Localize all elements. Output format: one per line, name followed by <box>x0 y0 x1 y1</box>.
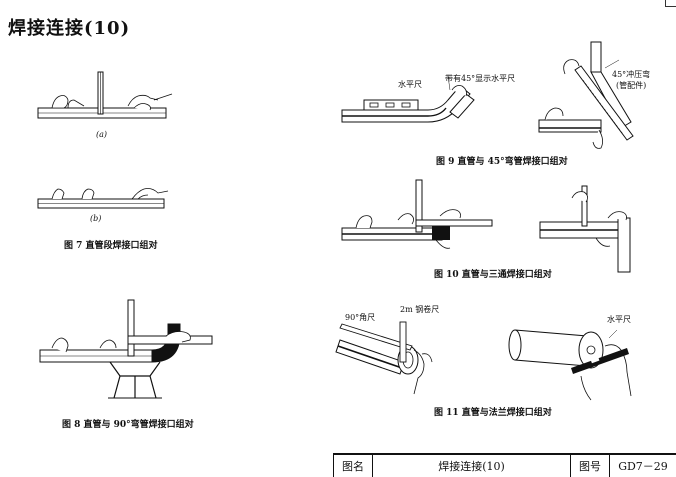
fig11-level-label: 水平尺 <box>607 315 631 324</box>
fig7a-sublabel: (a) <box>96 130 108 139</box>
fig9-level-label: 水平尺 <box>398 80 422 89</box>
fig7b-sublabel: (b) <box>90 214 102 223</box>
fig9-elbow-label-line2: (管配件) <box>616 81 647 90</box>
fig11-tape-label: 2m 钢卷尺 <box>400 305 440 314</box>
fig7a-illustration <box>37 71 173 119</box>
fig10-caption: 图 10 直管与三通焊接口组对 <box>434 270 552 280</box>
fig9-caption: 图 9 直管与 45°弯管焊接口组对 <box>436 157 568 167</box>
fig10-right-illustration <box>539 185 631 273</box>
fig11-right-illustration <box>508 329 632 401</box>
fig9-elbow-label-line1: 45°冲压弯 <box>612 70 651 79</box>
fig9-left-illustration <box>341 75 475 123</box>
title-block: 图名 焊接连接(10) 图号 GD7－29 <box>333 453 676 477</box>
fig8-illustration <box>39 299 213 399</box>
fig10-left-illustration <box>341 179 493 249</box>
fig11-square-label: 90°角尺 <box>345 313 376 322</box>
fig9-right-illustration <box>538 41 634 149</box>
title-block-number-value: GD7－29 <box>618 460 668 473</box>
fig11-caption: 图 11 直管与法兰焊接口组对 <box>434 408 552 418</box>
page-title: 焊接连接(10) <box>8 18 131 39</box>
title-block-name-value: 焊接连接(10) <box>373 455 571 477</box>
corner-mark <box>665 0 676 7</box>
fig11-left-illustration <box>335 321 433 395</box>
title-block-name-label: 图名 <box>334 455 373 477</box>
title-block-number-label: 图号 <box>571 455 610 477</box>
fig9-level45-label: 带有45°显示水平尺 <box>445 74 516 83</box>
fig8-caption: 图 8 直管与 90°弯管焊接口组对 <box>62 420 194 430</box>
fig7-caption: 图 7 直管段焊接口组对 <box>64 241 158 251</box>
fig7b-illustration <box>37 188 169 209</box>
